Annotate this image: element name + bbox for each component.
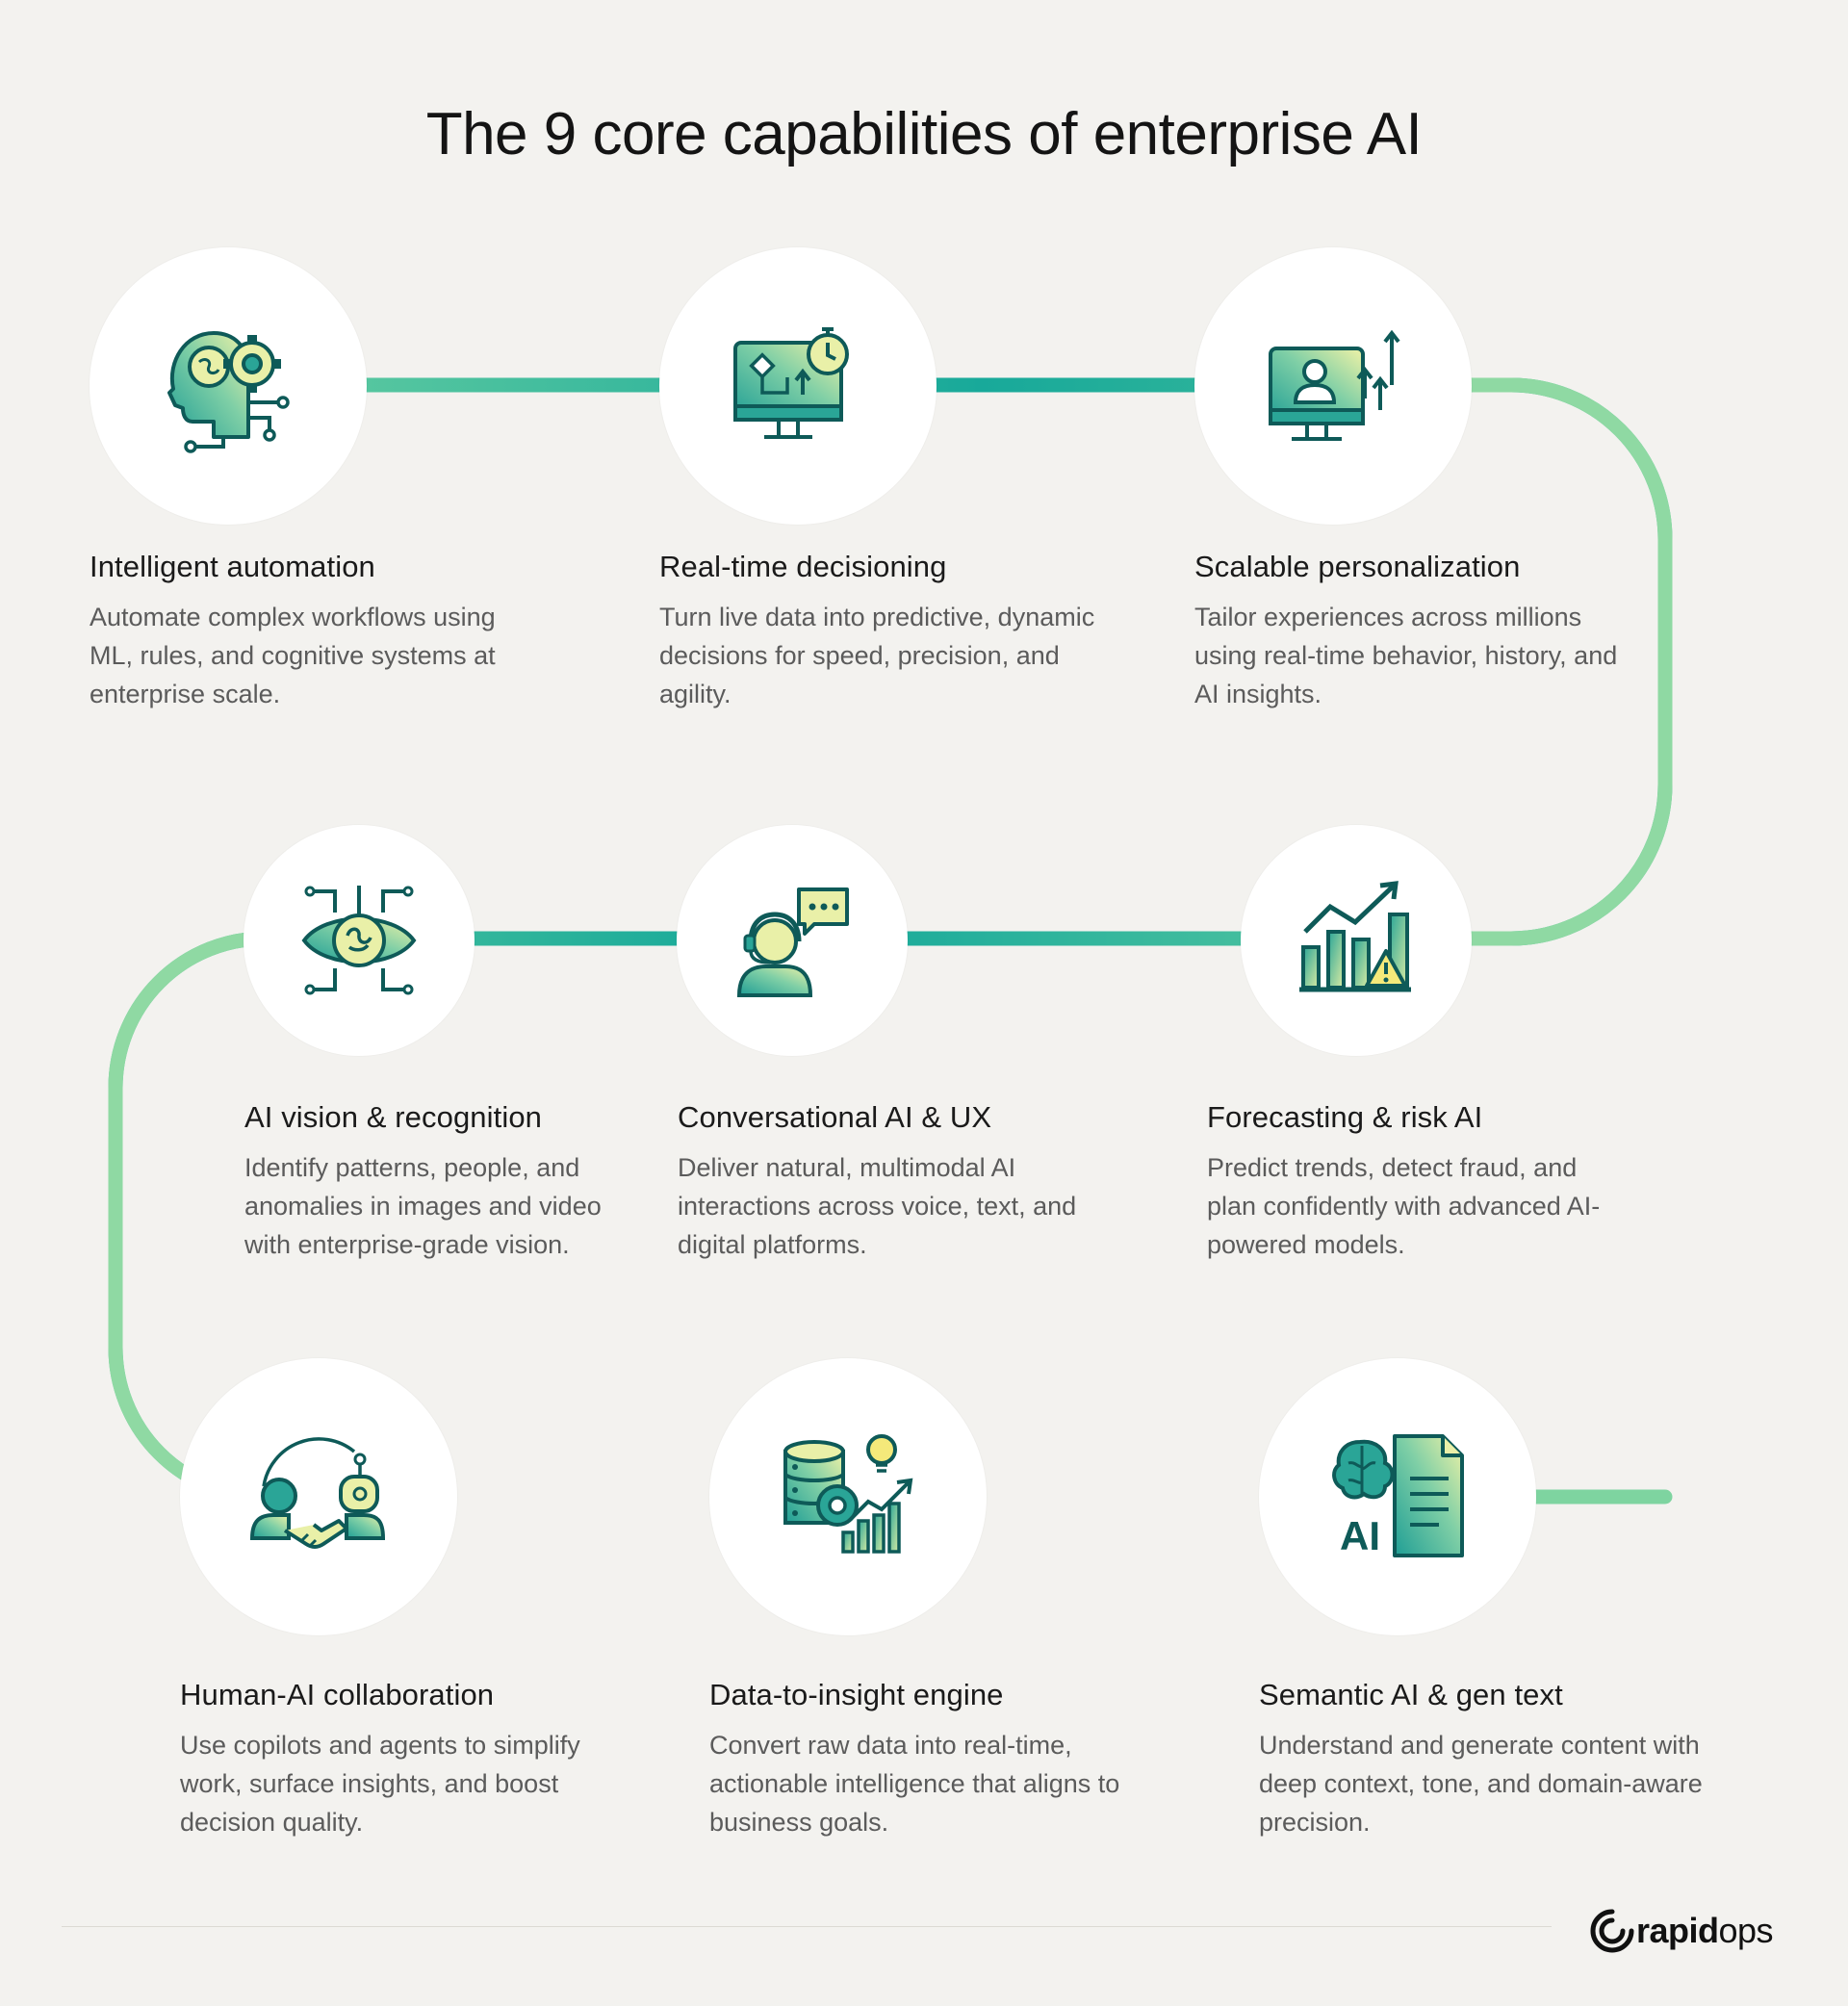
- capability-node-6: [1241, 825, 1472, 1056]
- brain-gear-icon: [167, 331, 290, 453]
- capability-8: Data-to-insight engine Convert raw data …: [709, 1678, 1162, 1841]
- capability-title: Conversational AI & UX: [678, 1100, 992, 1134]
- capability-title: AI vision & recognition: [244, 1100, 543, 1134]
- capability-6: Forecasting & risk AI Predict trends, de…: [1207, 1100, 1659, 1264]
- database-insight-icon: [783, 1434, 913, 1554]
- capability-5: Conversational AI & UX Deliver natural, …: [678, 1100, 1130, 1264]
- capability-description: Turn live data into predictive, dynamic …: [659, 603, 1095, 708]
- capability-3: Scalable personalization Tailor experien…: [1194, 550, 1647, 713]
- capability-1: Intelligent automation Automate complex …: [90, 550, 542, 713]
- capability-2: Real-time decisioning Turn live data int…: [659, 550, 1112, 713]
- monitor-stopwatch-icon: [733, 327, 849, 439]
- capability-title: Human-AI collaboration: [180, 1678, 495, 1711]
- page-title: The 9 core capabilities of enterprise AI: [425, 101, 1423, 167]
- chart-warning-icon: [1299, 881, 1411, 992]
- footer-divider: [62, 1926, 1552, 1927]
- brand-logo[interactable]: rapidops: [1588, 1904, 1774, 1958]
- capability-node-7: [180, 1358, 457, 1635]
- capability-node-2: [659, 247, 937, 525]
- capability-9: Semantic AI & gen text Understand and ge…: [1259, 1678, 1711, 1841]
- capability-7: Human-AI collaboration Use copilots and …: [180, 1678, 632, 1841]
- capability-node-8: [709, 1358, 987, 1635]
- eye-brain-icon: [301, 886, 417, 995]
- capability-title: Forecasting & risk AI: [1207, 1100, 1483, 1134]
- capability-node-1: [90, 247, 367, 525]
- brand-light: ops: [1718, 1911, 1774, 1950]
- capability-node-4: [244, 825, 475, 1056]
- capability-description: Deliver natural, multimodal AI interacti…: [678, 1153, 1077, 1259]
- capability-description: Predict trends, detect fraud, and plan c…: [1207, 1153, 1601, 1259]
- capability-description: Tailor experiences across millions using…: [1194, 603, 1618, 708]
- brand-wordmark: rapidops: [1636, 1911, 1774, 1951]
- ai-badge-text: AI: [1340, 1513, 1380, 1558]
- capability-title: Semantic AI & gen text: [1259, 1678, 1563, 1711]
- capability-description: Understand and generate content with dee…: [1259, 1731, 1703, 1837]
- capability-node-5: [677, 825, 908, 1056]
- rapidops-swirl-icon: [1590, 1909, 1634, 1953]
- capability-node-3: [1194, 247, 1472, 525]
- brand-bold: rapid: [1636, 1911, 1719, 1950]
- capability-node-9: AI: [1259, 1358, 1536, 1635]
- capability-4: AI vision & recognition Identify pattern…: [244, 1100, 697, 1264]
- capability-title: Data-to-insight engine: [709, 1678, 1004, 1711]
- capability-description: Convert raw data into real-time, actiona…: [709, 1731, 1120, 1837]
- capability-title: Real-time decisioning: [659, 550, 947, 583]
- capability-title: Intelligent automation: [90, 550, 375, 583]
- capability-title: Scalable personalization: [1194, 550, 1521, 583]
- capability-description: Use copilots and agents to simplify work…: [180, 1731, 580, 1837]
- capability-description: Automate complex workflows using ML, rul…: [90, 603, 496, 708]
- ai-document-icon: AI: [1332, 1434, 1464, 1558]
- capability-description: Identify patterns, people, and anomalies…: [244, 1153, 602, 1259]
- handshake-robot-icon: [249, 1437, 386, 1549]
- headset-chat-icon: [736, 887, 849, 997]
- user-monitor-growth-icon: [1269, 329, 1400, 441]
